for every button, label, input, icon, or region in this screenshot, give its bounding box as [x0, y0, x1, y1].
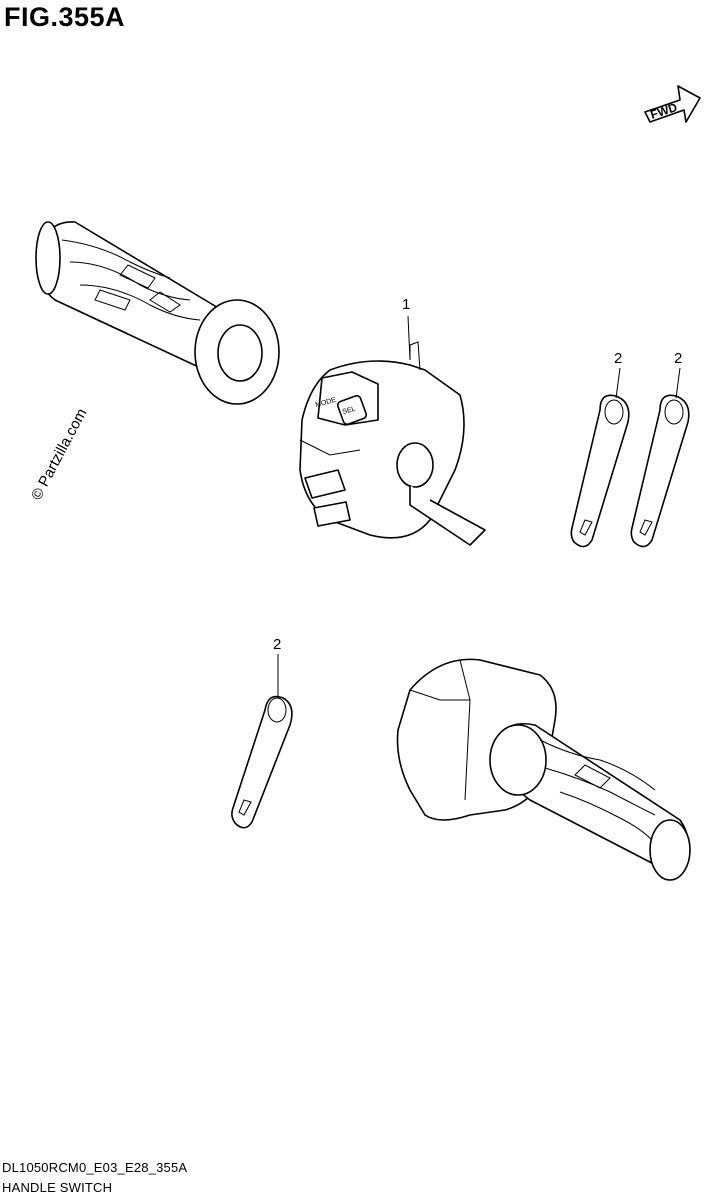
clip-band-part: [232, 697, 292, 828]
callout-label: 2: [674, 350, 683, 367]
callout-leader: [676, 368, 680, 398]
callout-label: 2: [273, 636, 282, 653]
right-switch-grip-part: [398, 659, 691, 880]
callout-leader: [408, 316, 410, 360]
diagram-code: DL1050RCM0_E03_E28_355A: [2, 1160, 188, 1175]
callout-label: 1: [402, 296, 411, 313]
fwd-label: FWD: [649, 100, 680, 122]
clip-band-part: [631, 395, 688, 546]
callout-label: 2: [614, 350, 623, 367]
handle-switch-part: MODE SEL: [300, 342, 485, 545]
callout-leader: [616, 368, 620, 398]
forward-arrow-icon: FWD: [645, 86, 700, 122]
figure-title: FIG.355A: [4, 2, 126, 32]
left-grip-part: [36, 222, 279, 404]
clip-band-part: [571, 395, 628, 546]
sel-button-label: SEL: [342, 406, 357, 416]
diagram-name: HANDLE SWITCH: [2, 1180, 113, 1195]
